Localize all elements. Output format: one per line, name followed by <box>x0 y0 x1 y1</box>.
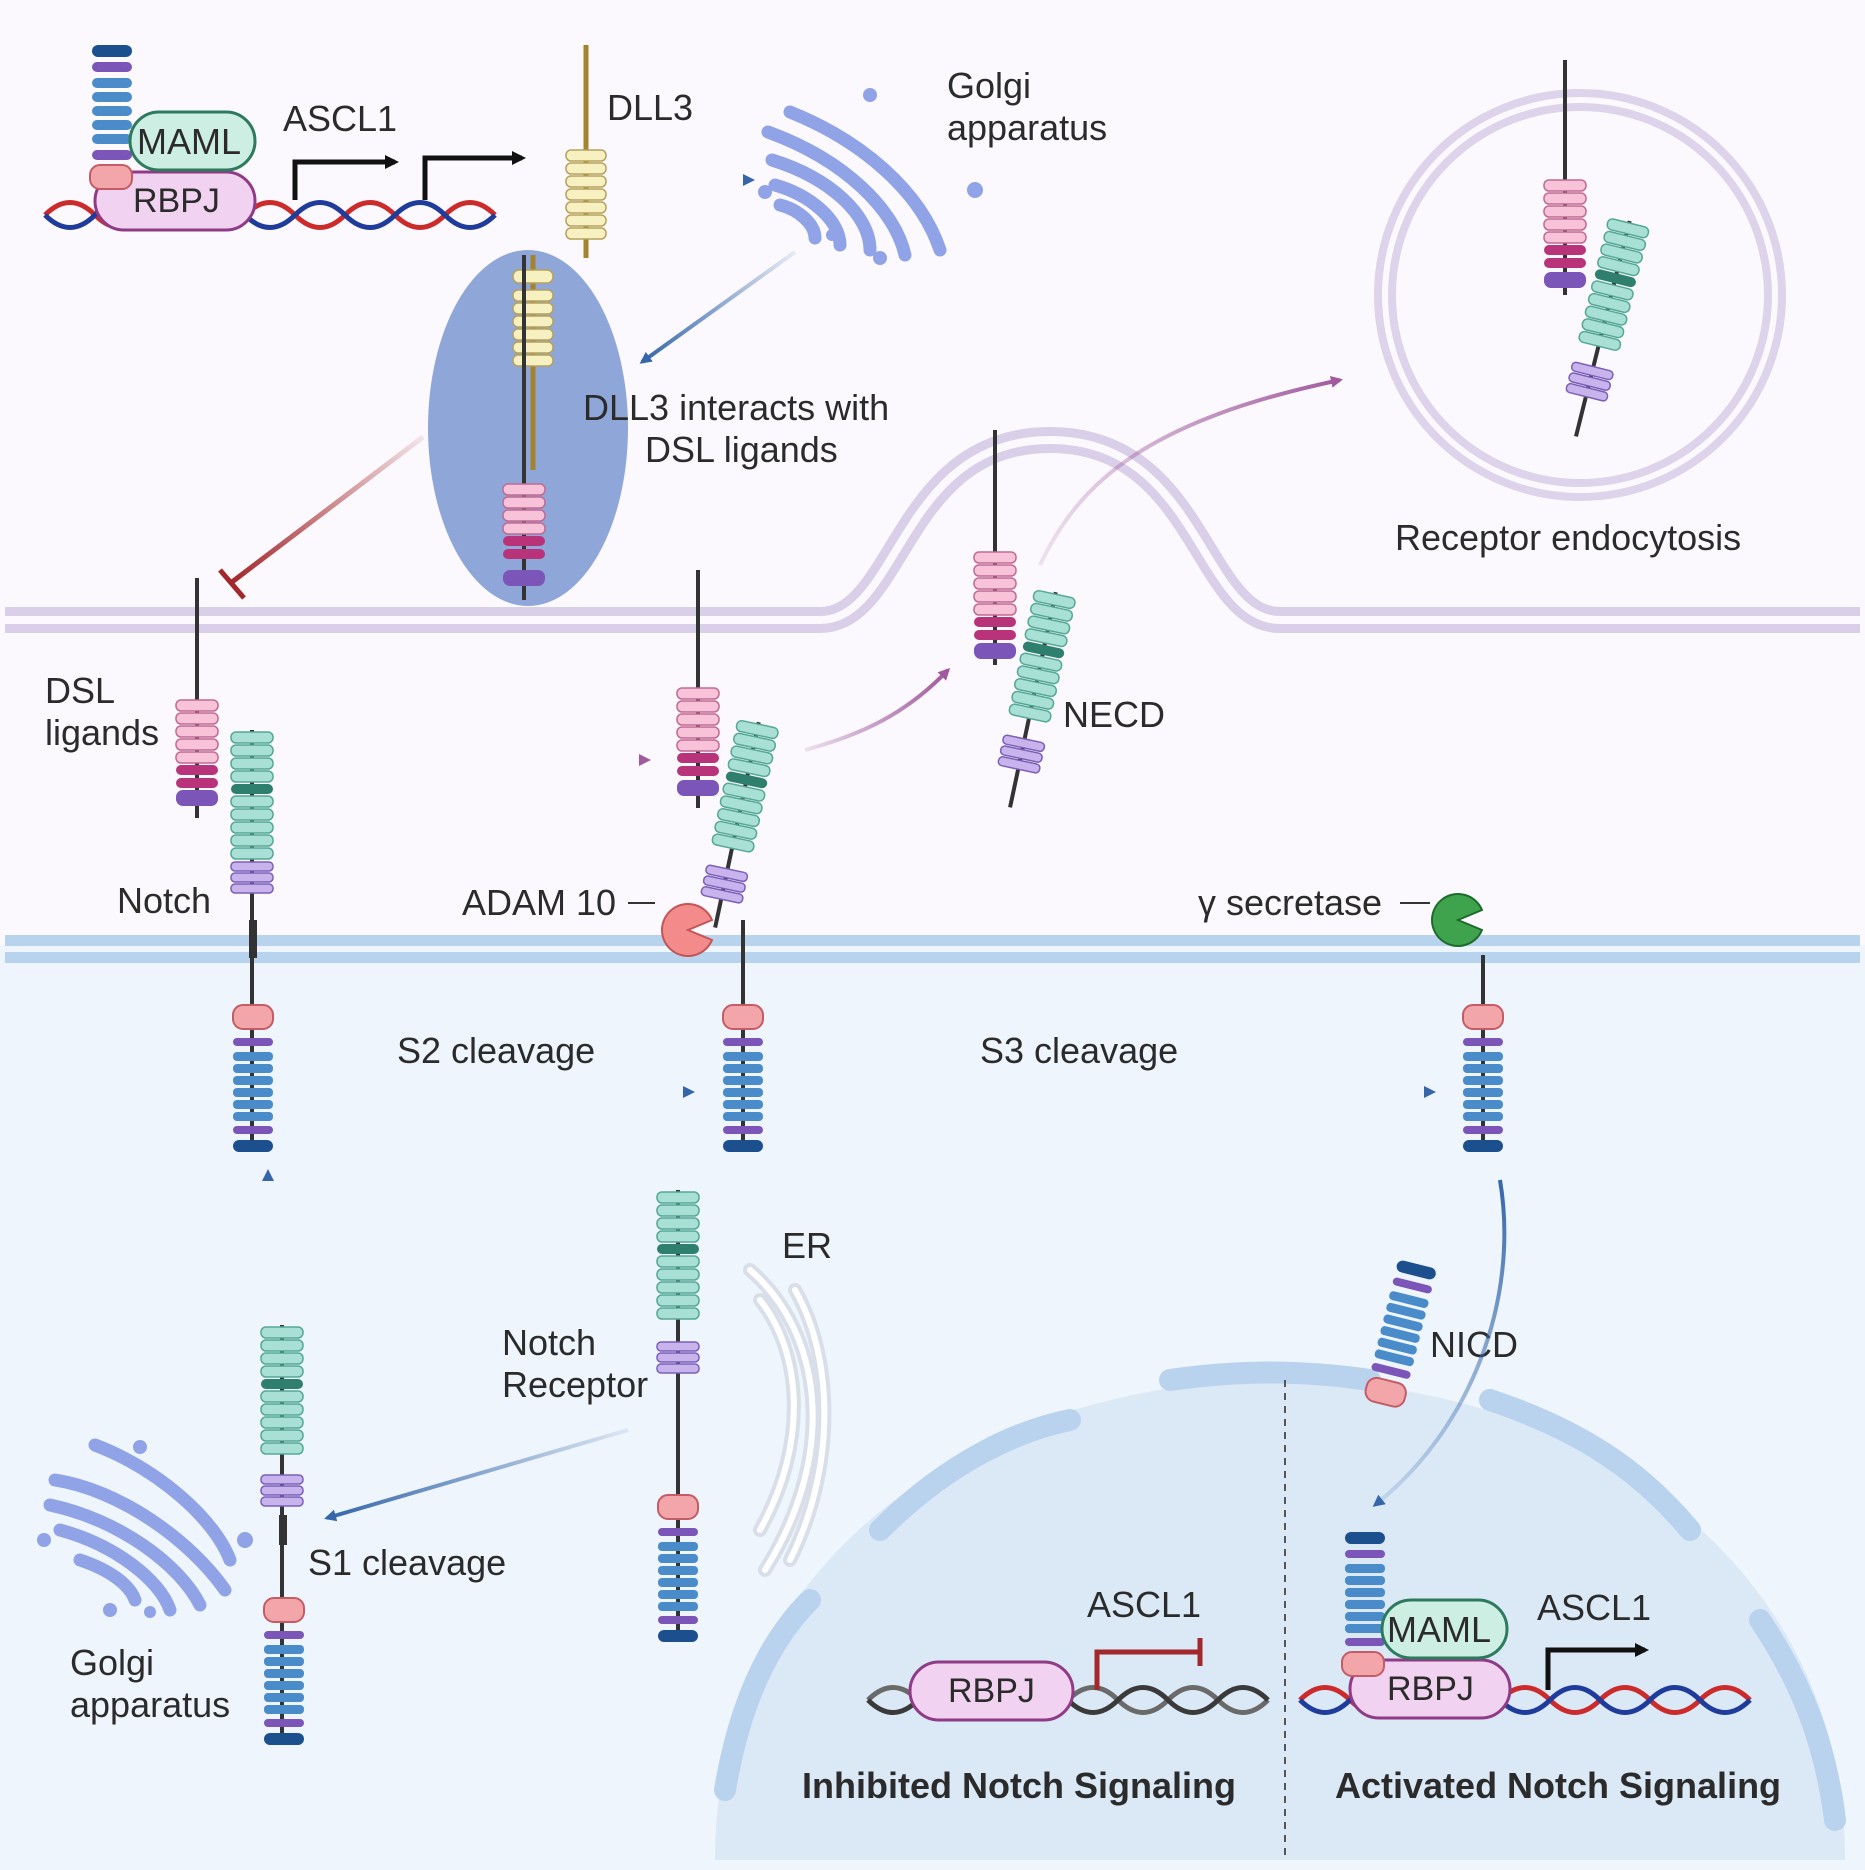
golgi-bottom-vesicles <box>37 1440 253 1618</box>
gamma-secretase-label: γ secretase <box>1198 882 1382 923</box>
nicd-label: NICD <box>1430 1324 1518 1365</box>
notch-receptor-label-2: Receptor <box>502 1364 648 1405</box>
arrow-to-endocytosis <box>1038 375 1343 566</box>
golgi-bottom-label-2: apparatus <box>70 1684 230 1725</box>
golgi-top-label-2: apparatus <box>947 107 1107 148</box>
maml-activated <box>1380 1598 1509 1660</box>
golgi-top <box>761 105 947 262</box>
rbpj-activated <box>1348 1658 1512 1720</box>
necd-label: NECD <box>1063 694 1165 735</box>
dll3-dsl-complex <box>428 250 628 606</box>
arrow-er-to-golgi <box>324 1428 629 1522</box>
ascl1-top-label: ASCL1 <box>283 98 397 139</box>
dsl-ligand-necd <box>973 430 1017 665</box>
gamma-secretase-enzyme <box>1431 893 1484 947</box>
notch-receptor-er <box>656 1190 700 1642</box>
er-label: ER <box>782 1225 832 1266</box>
notch-label: Notch <box>117 880 211 921</box>
notch-middle-tilted <box>700 719 779 929</box>
s3-cleavage-label: S3 cleavage <box>980 1030 1178 1071</box>
adam10-enzyme <box>661 903 714 957</box>
golgi-bottom-label-1: Golgi <box>70 1642 154 1683</box>
ascl1-activated-label: ASCL1 <box>1537 1587 1651 1628</box>
dsl-ligands-label-1: DSL <box>45 670 115 711</box>
golgi-top-vesicles <box>758 88 983 265</box>
notch-middle-intracellular <box>722 920 764 1152</box>
receptor-endocytosis-label: Receptor endocytosis <box>1395 517 1741 558</box>
nicd-top <box>92 45 132 160</box>
golgi-top-label-1: Golgi <box>947 65 1031 106</box>
nicd-bound <box>1345 1532 1385 1646</box>
maml-top <box>128 110 257 172</box>
adam10-label: ADAM 10 <box>462 882 616 923</box>
notch-left <box>230 730 274 1152</box>
rbpj-inhibited-label: RBPJ <box>948 1672 1035 1710</box>
rbpj-top <box>93 170 257 232</box>
s2-cleavage-label: S2 cleavage <box>397 1030 595 1071</box>
dll3-protein <box>565 45 607 258</box>
dll3-label: DLL3 <box>607 87 693 128</box>
arrow-to-necd <box>804 667 951 752</box>
nicd-free <box>1364 1260 1436 1408</box>
golgi-bottom <box>43 1438 237 1617</box>
rbpj-top-label: RBPJ <box>133 182 220 220</box>
dsl-ligand-middle <box>676 570 720 808</box>
notch-receptor-label-1: Notch <box>502 1322 596 1363</box>
arrow-nicd-to-nucleus <box>1372 1179 1507 1507</box>
rbpj-inhibited <box>908 1660 1075 1722</box>
notch-in-vesicle <box>1565 218 1650 437</box>
rbpj-activated-label: RBPJ <box>1387 1670 1474 1708</box>
dsl-ligand-vesicle <box>1543 60 1587 295</box>
active-promoter <box>1545 1643 1649 1690</box>
maml-top-label: MAML <box>137 121 241 162</box>
inhibition-line <box>230 435 425 584</box>
arrow-golgi-to-complex <box>639 250 797 364</box>
necd-protein <box>997 589 1076 808</box>
notch-s1-cleaved <box>260 1325 305 1745</box>
dsl-ligands-label-2: ligands <box>45 712 159 753</box>
inhibited-signaling-label: Inhibited Notch Signaling <box>802 1765 1236 1806</box>
nuclear-envelope <box>714 1361 1846 1831</box>
promoter-arrows-top <box>292 151 526 200</box>
ascl1-inhibited-label: ASCL1 <box>1087 1584 1201 1625</box>
maml-activated-label: MAML <box>1387 1609 1491 1650</box>
dll3-interacts-label-2: DSL ligands <box>645 429 838 470</box>
activated-signaling-label: Activated Notch Signaling <box>1335 1765 1781 1806</box>
nucleus <box>715 1380 1845 1860</box>
notch-right-intracellular <box>1462 955 1504 1152</box>
repressed-promoter <box>1094 1649 1200 1690</box>
dll3-interacts-label-1: DLL3 interacts with <box>583 387 889 428</box>
s1-cleavage-label: S1 cleavage <box>308 1542 506 1583</box>
dsl-ligand-left <box>175 578 219 818</box>
dsl-in-complex <box>502 255 546 600</box>
